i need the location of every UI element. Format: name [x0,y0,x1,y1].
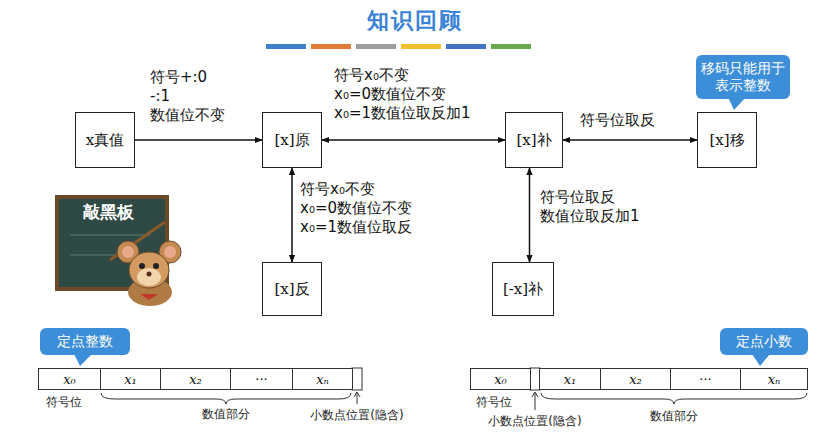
bit-cell: x₀ [470,368,531,390]
node-text-group: xₙ [768,372,781,387]
node-label: [x]反 [274,280,309,299]
bit-cell: ··· [670,368,741,390]
value-part-label: 数值部分 [650,408,698,425]
node-label: [-x]补 [503,280,543,299]
node-label: 定点整数 [57,333,113,351]
node-text-group: ··· [699,372,711,387]
edge-label: 符号x₀不变 x₀=0数值位不变 x₀=1数值位取反 [300,180,450,237]
node-label: x₂ [189,372,202,387]
edge-label: 符号x₀不变 x₀=0数值位不变 x₀=1数值位取反加1 [334,66,494,123]
connector-arrow [529,168,531,262]
bit-cell: x₂ [160,368,231,390]
connector-arrow [291,168,293,262]
point-position-label: 小数点位置(隐含) [310,407,403,424]
node-text-group: 定点小数 [736,333,792,351]
node-text-group: x₀ [63,372,76,387]
code-box: [x]反 [262,262,322,316]
callout-bubble: 移码只能用于表示整数 [696,55,790,99]
bit-cell: xₙ [740,368,808,390]
node-label: x₁ [564,372,577,387]
title-color-bar [266,44,531,49]
edge-label: 符号+:0 -:1 数值位不变 [150,68,260,125]
node-label: ··· [255,372,267,387]
bit-cell: x₁ [100,368,161,390]
diagram-title: 知识回顾 [0,6,829,36]
node-text-group: x₂ [629,372,642,387]
node-label: ··· [699,372,711,387]
code-box: [x]原 [262,112,322,168]
node-label: x真值 [86,131,124,150]
bit-field-extras [101,368,807,410]
node-label: [x]补 [516,131,551,150]
node-text-group: [x]移 [709,131,744,150]
node-text-group: x₂ [189,372,202,387]
node-label: xₙ [768,372,781,387]
node-text-group: x₁ [564,372,577,387]
bit-cell: xₙ [292,368,353,390]
node-text-group: [-x]补 [503,280,543,299]
node-text-group: 定点整数 [57,333,113,351]
node-label: x₀ [494,372,507,387]
node-label: 定点小数 [736,333,792,351]
node-text-group: x₁ [124,372,137,387]
edge-label: 符号位取反 数值位取反加1 [540,188,660,226]
edge-label: 符号位取反 [580,111,670,130]
board-caption: 敲黑板 [83,201,134,224]
sign-bit-label: 符号位 [476,394,512,411]
node-text-group: [x]补 [516,131,551,150]
sign-bit-label: 符号位 [46,394,82,411]
node-text-group: 移码只能用于表示整数 [696,60,790,95]
node-text-group: x₀ [494,372,507,387]
node-text-group: xₙ [316,372,329,387]
code-box: [x]移 [697,112,757,168]
node-label: [x]移 [709,131,744,150]
code-box: [x]补 [505,112,563,168]
node-text-group: [x]原 [274,131,309,150]
node-text-group: ··· [255,372,267,387]
connector-arrow [322,139,505,141]
node-label: [x]原 [274,131,309,150]
bit-cell: x₀ [38,368,101,390]
callout-bubble: 定点小数 [720,328,808,355]
node-text-group: x真值 [86,131,124,150]
point-position-label: 小数点位置(隐含) [488,413,581,430]
node-label: 移码只能用于表示整数 [696,60,790,95]
node-label: x₁ [124,372,137,387]
node-label: x₀ [63,372,76,387]
code-box: x真值 [75,112,135,168]
value-part-label: 数值部分 [202,406,250,423]
code-box: [-x]补 [492,262,554,316]
bit-cell: x₂ [600,368,671,390]
cartoon-illustration [55,195,190,306]
node-label: x₂ [629,372,642,387]
node-text-group: [x]反 [274,280,309,299]
bit-cell: x₁ [539,368,601,390]
bit-cell: ··· [230,368,293,390]
node-label: xₙ [316,372,329,387]
callout-bubble: 定点整数 [40,328,130,355]
connector-arrow [135,139,262,141]
connector-arrow [563,139,697,141]
